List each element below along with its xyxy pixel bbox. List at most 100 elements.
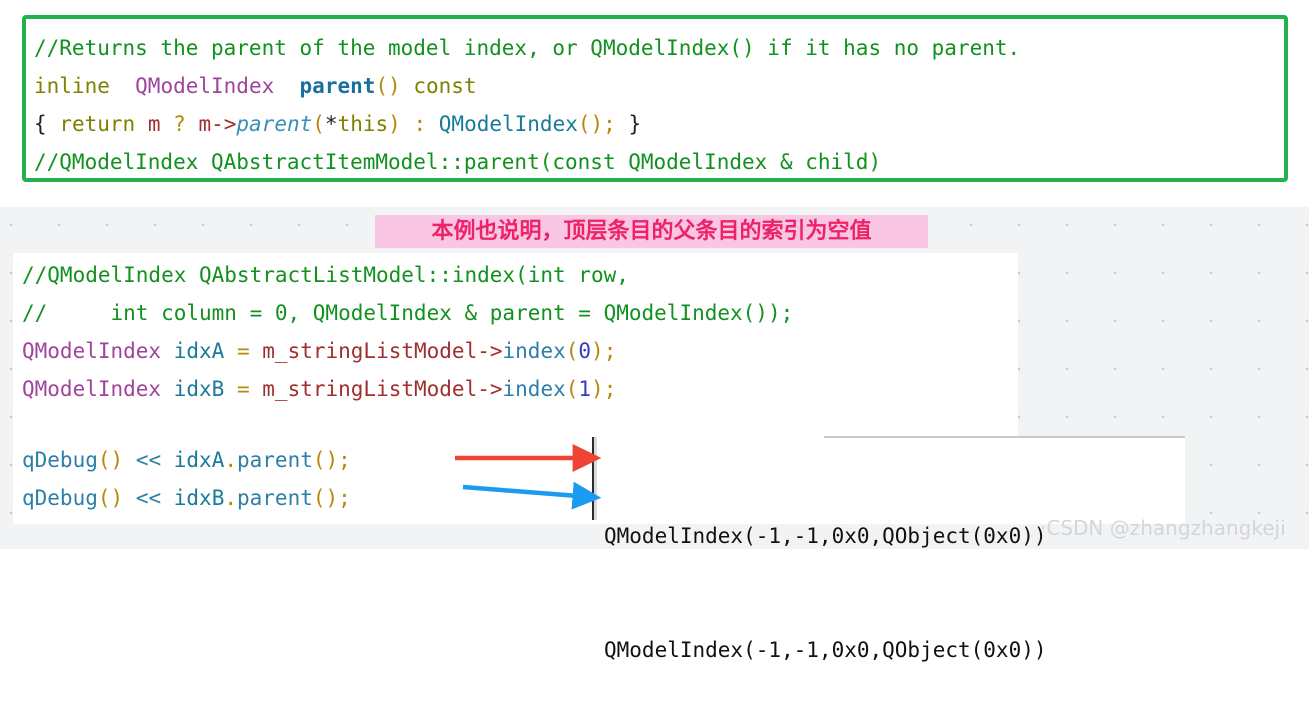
code-token: ; <box>603 339 617 363</box>
output-box-top-rule <box>824 436 1185 438</box>
code-line: //Returns the parent of the model index,… <box>34 29 1284 67</box>
code-token: ; <box>603 112 629 136</box>
code-token: //QModelIndex QAbstractListModel::index(… <box>22 263 629 287</box>
code-token: QModelIndex <box>135 74 275 98</box>
code-line: inline QModelIndex parent() const <box>34 67 1284 105</box>
code-token: //Returns the parent of the model index,… <box>34 36 1021 60</box>
code-token <box>401 74 414 98</box>
code-token: const <box>413 74 477 98</box>
code-token: m <box>198 112 212 136</box>
code-token: * <box>324 112 338 136</box>
code-token: ) <box>591 339 604 363</box>
output-line: QModelIndex(-1,-1,0x0,QObject(0x0)) <box>604 638 1047 662</box>
code-token <box>123 448 136 472</box>
code-token <box>160 112 173 136</box>
code-token: -> <box>477 377 503 401</box>
code-token: QModelIndex <box>438 112 578 136</box>
code-token: : <box>413 112 427 136</box>
code-token: ) <box>591 377 604 401</box>
code-token: //QModelIndex QAbstractItemModel::parent… <box>34 150 882 174</box>
code-token: idxB <box>173 486 225 510</box>
code-block-index-calls: //QModelIndex QAbstractListModel::index(… <box>22 256 793 408</box>
code-token <box>401 112 414 136</box>
code-token <box>123 486 136 510</box>
code-line: QModelIndex idxB = m_stringListModel->in… <box>22 370 793 408</box>
code-token <box>274 74 299 98</box>
code-token <box>224 377 237 401</box>
chinese-annotation-note: 本例也说明，顶层条目的父条目的索引为空值 <box>375 215 928 248</box>
code-token: = <box>236 377 250 401</box>
code-token <box>47 112 60 136</box>
code-token: () <box>312 486 339 510</box>
code-token <box>135 112 148 136</box>
code-token: idxA <box>173 448 225 472</box>
code-token: } <box>628 112 642 136</box>
code-token: 1 <box>578 377 592 401</box>
code-line: qDebug() << idxB.parent(); <box>22 479 351 517</box>
code-token: 0 <box>578 339 592 363</box>
code-token: inline <box>34 74 136 98</box>
code-token <box>224 339 237 363</box>
code-token: qDebug <box>22 486 98 510</box>
code-line: //QModelIndex QAbstractListModel::index(… <box>22 256 793 294</box>
code-token: ; <box>603 377 617 401</box>
code-line: //QModelIndex QAbstractItemModel::parent… <box>34 143 1284 181</box>
code-token: ; <box>338 486 351 510</box>
code-token: ( <box>312 112 325 136</box>
code-token <box>161 448 174 472</box>
code-token <box>426 112 439 136</box>
code-token: parent <box>299 74 376 98</box>
code-token <box>161 377 174 401</box>
code-token: parent <box>237 486 313 510</box>
code-token: -> <box>211 112 237 136</box>
code-token <box>161 486 174 510</box>
code-block-qdebug-calls: qDebug() << idxA.parent();qDebug() << id… <box>22 441 351 517</box>
code-line: // int column = 0, QModelIndex & parent … <box>22 294 793 332</box>
code-token: QModelIndex <box>22 339 162 363</box>
code-token: . <box>224 448 237 472</box>
csdn-watermark: ·CSDN @zhangzhangkeji <box>1040 516 1286 540</box>
code-token: . <box>224 486 237 510</box>
code-token <box>186 112 199 136</box>
lower-code-panel <box>13 253 1018 437</box>
code-token <box>161 339 174 363</box>
code-token: ( <box>565 377 579 401</box>
highlighted-code-card: //Returns the parent of the model index,… <box>22 15 1288 182</box>
code-token: idxB <box>173 377 225 401</box>
code-token: parent <box>236 112 313 136</box>
code-token: index <box>502 377 566 401</box>
code-token: idxA <box>173 339 225 363</box>
code-token: = <box>236 339 250 363</box>
code-token: ; <box>338 448 351 472</box>
code-token <box>250 339 263 363</box>
code-token: () <box>375 74 401 98</box>
code-line: { return m ? m->parent(*this) : QModelIn… <box>34 105 1284 143</box>
code-token: m_stringListModel <box>262 377 478 401</box>
console-output-block: QModelIndex(-1,-1,0x0,QObject(0x0)) QMod… <box>604 441 1047 707</box>
code-token: index <box>502 339 566 363</box>
output-divider-bar <box>592 437 597 520</box>
code-line: QModelIndex idxA = m_stringListModel->in… <box>22 332 793 370</box>
code-token: m <box>147 112 161 136</box>
code-token: return <box>59 112 136 136</box>
code-line: qDebug() << idxA.parent(); <box>22 441 351 479</box>
code-token: () <box>312 448 339 472</box>
code-token: { <box>34 112 47 136</box>
code-token: ( <box>565 339 579 363</box>
code-token: () <box>97 448 124 472</box>
code-token <box>250 377 263 401</box>
code-token: parent <box>237 448 313 472</box>
code-token: this <box>337 112 389 136</box>
code-token: m_stringListModel <box>262 339 478 363</box>
code-token: () <box>577 112 604 136</box>
code-token: << <box>135 448 162 472</box>
code-token: // int column = 0, QModelIndex & parent … <box>22 301 794 325</box>
output-line: QModelIndex(-1,-1,0x0,QObject(0x0)) <box>604 524 1047 548</box>
code-token: << <box>135 486 162 510</box>
code-token: () <box>97 486 124 510</box>
code-token: QModelIndex <box>22 377 162 401</box>
code-token: qDebug <box>22 448 98 472</box>
code-token: -> <box>477 339 503 363</box>
code-token: ) <box>388 112 401 136</box>
code-block-declaration: //Returns the parent of the model index,… <box>34 29 1284 181</box>
